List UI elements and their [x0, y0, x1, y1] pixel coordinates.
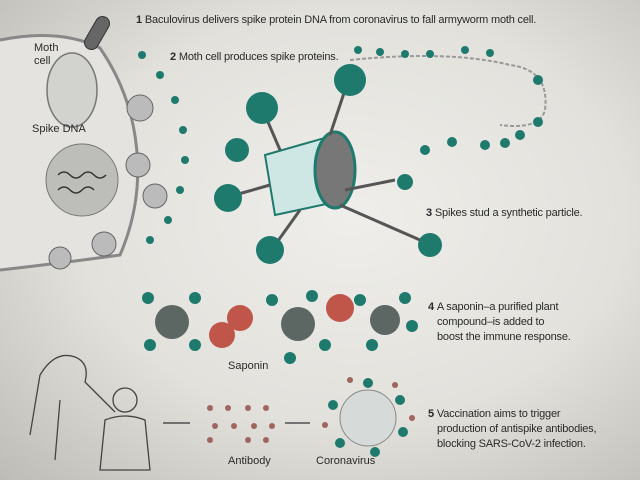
label-line: Moth — [34, 42, 59, 54]
coronavirus-label: Coronavirus — [316, 455, 376, 467]
nurse-and-child — [29, 354, 151, 471]
step-text: Baculovirus delivers spike protein DNA f… — [144, 14, 537, 26]
step-number: 2 — [170, 51, 176, 63]
step-text: Moth cell produces spike proteins. — [178, 51, 339, 63]
antibody-label: Antibody — [228, 455, 271, 467]
step-number: 4 — [428, 301, 434, 313]
spike-dna-label: Spike DNA — [32, 123, 86, 135]
step-text: Vaccination aims to trigger — [436, 408, 561, 420]
step-number: 5 — [428, 408, 434, 420]
nucleus — [45, 143, 119, 217]
baculovirus — [84, 15, 110, 51]
coronavirus — [322, 377, 415, 457]
step-text: Spikes stud a synthetic particle. — [434, 207, 583, 219]
step-text: A saponin–a purified plant — [436, 301, 559, 313]
label-line: cell — [34, 55, 51, 67]
vesicles — [48, 94, 168, 270]
antibodies — [207, 405, 275, 443]
membrane-spikes — [138, 51, 189, 244]
spike-chain — [349, 55, 547, 127]
free-spikes — [354, 46, 543, 257]
step-text: blocking SARS-CoV-2 infection. — [437, 438, 586, 450]
synthetic-particle — [214, 64, 421, 264]
step-number: 3 — [426, 207, 432, 219]
dna-strands — [57, 171, 107, 194]
step-text: production of antispike antibodies, — [437, 423, 597, 435]
step-number: 1 — [136, 14, 142, 26]
step-text: boost the immune response. — [437, 331, 571, 343]
particles-with-saponin — [142, 290, 418, 364]
saponin-label: Saponin — [228, 360, 269, 372]
baculovirus-in-cell — [46, 52, 98, 128]
step-text: compound–is added to — [437, 316, 545, 328]
